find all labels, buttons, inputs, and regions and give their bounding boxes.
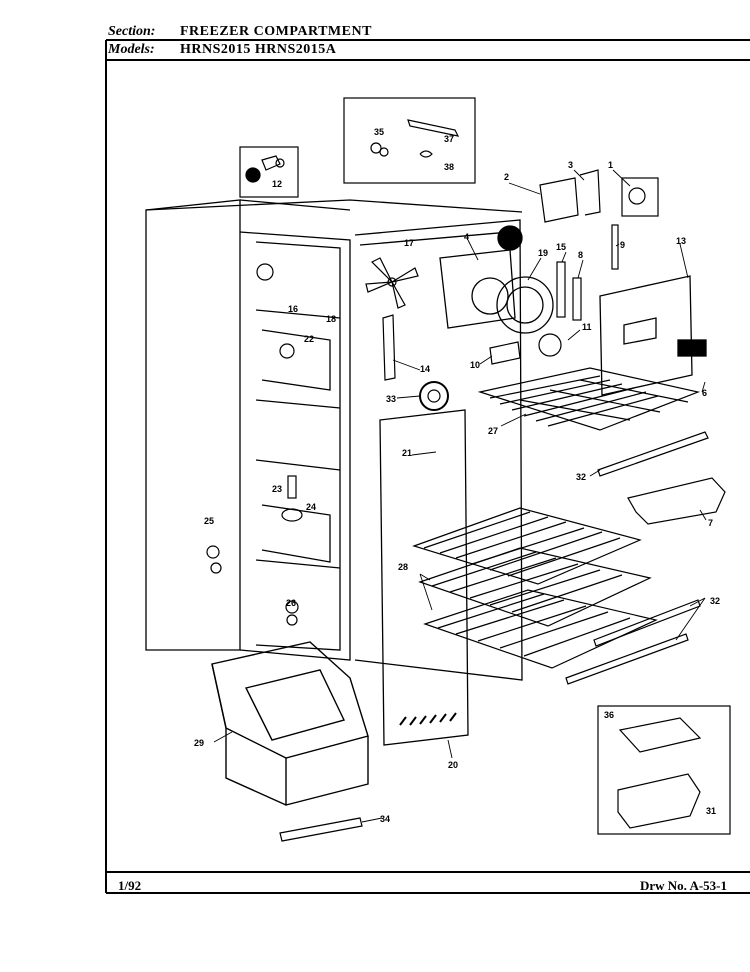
callout-36: 36 — [604, 710, 614, 720]
callout-13: 13 — [676, 236, 686, 246]
callout-20: 20 — [448, 760, 458, 770]
callout-18: 18 — [326, 314, 336, 324]
rear-air-panel — [599, 275, 707, 396]
shelf-rail-upper — [597, 431, 709, 477]
callout-33: 33 — [386, 394, 396, 404]
callout-28: 28 — [398, 562, 408, 572]
leader-lines — [213, 169, 707, 823]
callout-10: 10 — [470, 360, 480, 370]
callout-labels: 1 2 3 4 5 6 7 8 9 10 11 12 13 14 15 16 1… — [194, 127, 720, 824]
control-parts — [539, 169, 659, 321]
models-list: HRNS2015 HRNS2015A — [180, 42, 337, 57]
callout-14: 14 — [420, 364, 430, 374]
callout-9: 9 — [620, 240, 625, 250]
callout-32-upper: 32 — [576, 472, 586, 482]
callout-31: 31 — [706, 806, 716, 816]
callout-11: 11 — [582, 322, 592, 332]
callout-25: 25 — [204, 516, 214, 526]
callout-6: 6 — [702, 388, 707, 398]
part-12-inset — [239, 146, 299, 198]
bin-trim-strip — [279, 817, 363, 842]
drawing-number: Drw No. A-53-1 — [640, 878, 728, 893]
callout-8: 8 — [578, 250, 583, 260]
evaporator-cover — [379, 409, 469, 746]
section-label: Section: — [108, 24, 156, 39]
callout-27: 27 — [488, 426, 498, 436]
drawing-frame — [105, 39, 750, 894]
callout-12: 12 — [272, 179, 282, 189]
callout-35: 35 — [374, 127, 384, 137]
callout-17: 17 — [404, 238, 414, 248]
callout-1: 1 — [608, 160, 613, 170]
ice-tray-inset — [597, 705, 731, 835]
freezer-cabinet — [145, 199, 523, 681]
callout-38: 38 — [444, 162, 454, 172]
fan-blade — [365, 257, 419, 309]
light-socket — [489, 333, 562, 365]
callout-3: 3 — [568, 160, 573, 170]
door-shelf-parts — [206, 263, 303, 626]
callout-15: 15 — [556, 242, 566, 252]
fan-motor-assembly — [439, 225, 554, 334]
ice-storage-bin — [211, 641, 369, 806]
upper-wire-shelf — [477, 367, 701, 431]
callout-2: 2 — [504, 172, 509, 182]
callout-19: 19 — [538, 248, 548, 258]
lower-wire-shelves — [412, 507, 658, 669]
callout-22: 22 — [304, 334, 314, 344]
inset-hinge-parts — [343, 97, 476, 184]
callout-34: 34 — [380, 814, 390, 824]
callout-29: 29 — [194, 738, 204, 748]
section-title: FREEZER COMPARTMENT — [180, 24, 372, 39]
callout-24: 24 — [306, 502, 316, 512]
small-shelf-bin — [627, 477, 726, 525]
callout-7: 7 — [708, 518, 713, 528]
revision-date: 1/92 — [118, 878, 142, 893]
callout-16: 16 — [288, 304, 298, 314]
callout-32-lower: 32 — [710, 596, 720, 606]
callout-23: 23 — [272, 484, 282, 494]
callout-26: 26 — [286, 598, 296, 608]
shelf-rails-lower — [565, 599, 701, 685]
models-label: Models: — [108, 42, 155, 57]
callout-21: 21 — [402, 448, 412, 458]
callout-5: 5 — [512, 240, 517, 250]
callout-4: 4 — [464, 232, 469, 242]
callout-37: 37 — [444, 134, 454, 144]
